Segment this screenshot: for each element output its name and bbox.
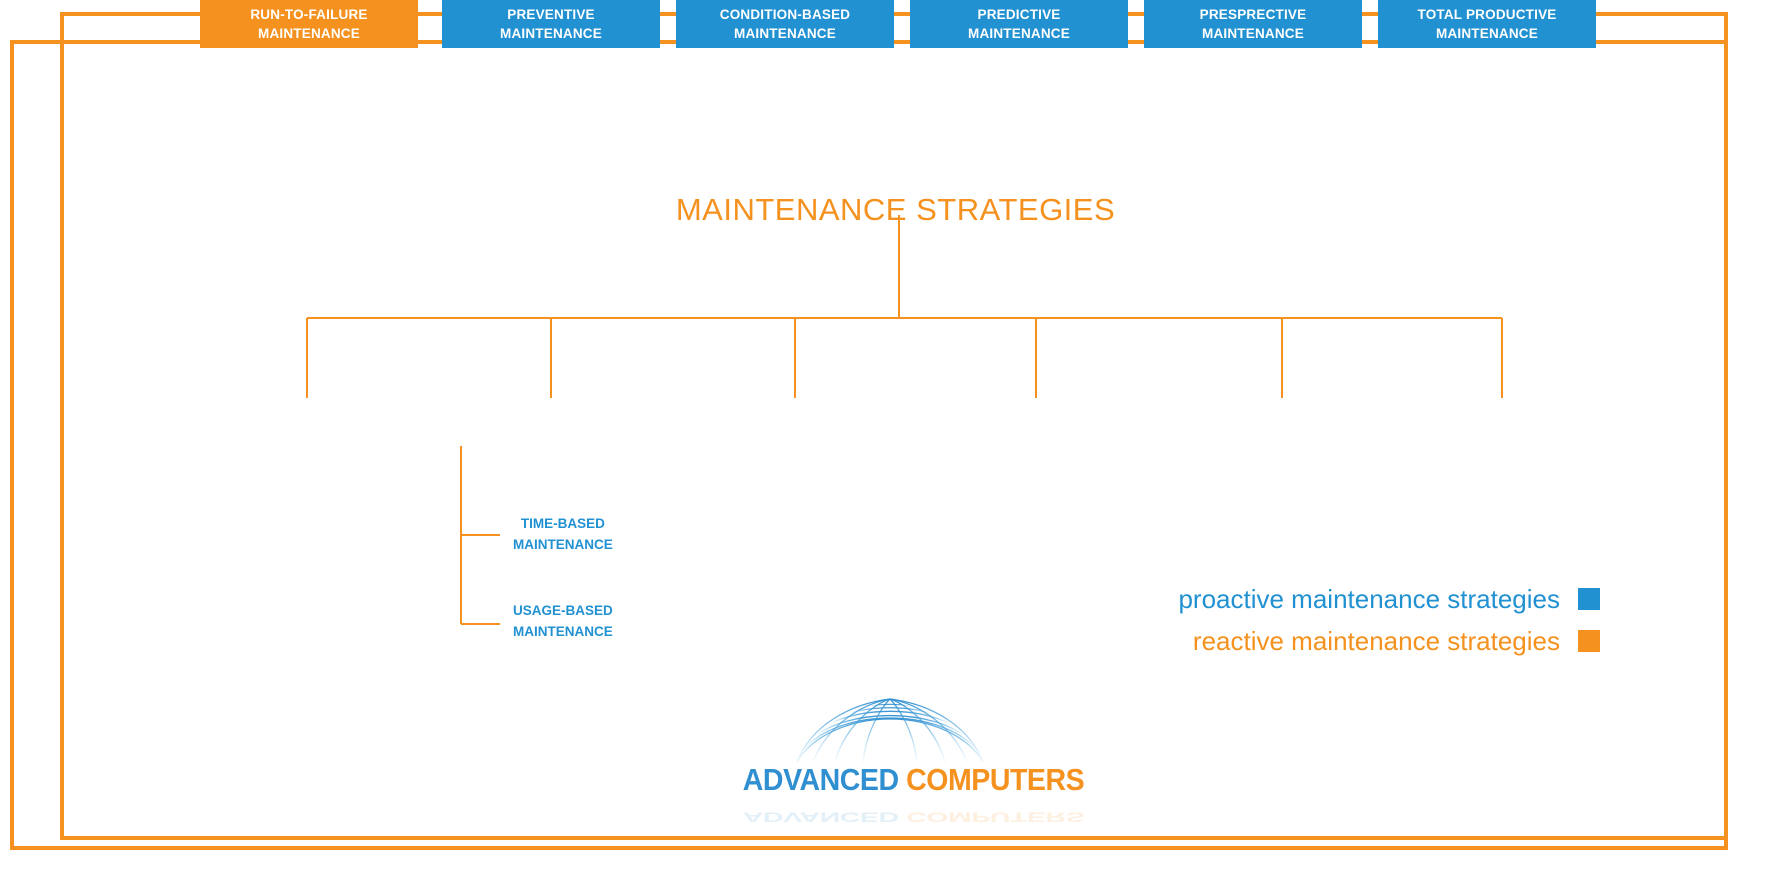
node-label-line1: PREVENTIVE	[507, 7, 595, 22]
node-label-line2: MAINTENANCE	[968, 26, 1070, 41]
subnode-label-line1: USAGE-BASED	[513, 603, 613, 618]
node-label-line1: RUN-TO-FAILURE	[250, 7, 368, 22]
node-label-line1: PRESPRECTIVE	[1199, 7, 1307, 22]
subnode-time-based[interactable]: TIME-BASED MAINTENANCE	[513, 513, 613, 555]
node-label-line2: MAINTENANCE	[1202, 26, 1304, 41]
logo-reflection: ADVANCED COMPUTERS	[742, 809, 1084, 826]
legend-swatch-proactive	[1578, 588, 1600, 610]
node-label-line1: TOTAL PRODUCTIVE	[1417, 7, 1557, 22]
subnode-usage-based[interactable]: USAGE-BASED MAINTENANCE	[513, 600, 613, 642]
node-total-productive[interactable]: TOTAL PRODUCTIVE MAINTENANCE	[1378, 0, 1596, 48]
logo-reflection-computers: COMPUTERS	[906, 809, 1085, 826]
node-condition-based[interactable]: CONDITION-BASED MAINTENANCE	[676, 0, 894, 48]
legend-label-proactive: proactive maintenance strategies	[1178, 583, 1560, 614]
node-label-line1: PREDICTIVE	[977, 7, 1061, 22]
node-label-line2: MAINTENANCE	[500, 26, 602, 41]
diagram-title: MAINTENANCE STRATEGIES	[675, 192, 1116, 227]
subnode-label-line1: TIME-BASED	[520, 516, 605, 531]
logo-reflection-advanced: ADVANCED	[742, 809, 899, 826]
legend-item-proactive[interactable]: proactive maintenance strategies	[1060, 578, 1600, 620]
node-presprective[interactable]: PRESPRECTIVE MAINTENANCE	[1144, 0, 1362, 48]
subnode-label-line2: MAINTENANCE	[513, 624, 613, 639]
node-label-line2: MAINTENANCE	[258, 26, 360, 41]
company-logo: ADVANCED COMPUTERS ADVANCED COMPUTERS	[730, 690, 1085, 835]
subnode-label-line2: MAINTENANCE	[513, 537, 613, 552]
legend: proactive maintenance strategies reactiv…	[1060, 578, 1600, 662]
legend-swatch-reactive	[1578, 630, 1600, 652]
wireframe-dome-icon	[796, 698, 984, 763]
logo-wordmark: ADVANCED COMPUTERS	[742, 762, 1085, 798]
node-preventive[interactable]: PREVENTIVE MAINTENANCE	[442, 0, 660, 48]
legend-item-reactive[interactable]: reactive maintenance strategies	[1060, 620, 1600, 662]
node-label-line2: MAINTENANCE	[734, 26, 836, 41]
node-run-to-failure[interactable]: RUN-TO-FAILURE MAINTENANCE	[200, 0, 418, 48]
node-predictive[interactable]: PREDICTIVE MAINTENANCE	[910, 0, 1128, 48]
logo-word-advanced: ADVANCED	[742, 762, 899, 797]
legend-label-reactive: reactive maintenance strategies	[1192, 625, 1560, 656]
logo-word-computers: COMPUTERS	[906, 762, 1085, 797]
node-label-line2: MAINTENANCE	[1436, 26, 1538, 41]
node-label-line1: CONDITION-BASED	[719, 7, 851, 22]
